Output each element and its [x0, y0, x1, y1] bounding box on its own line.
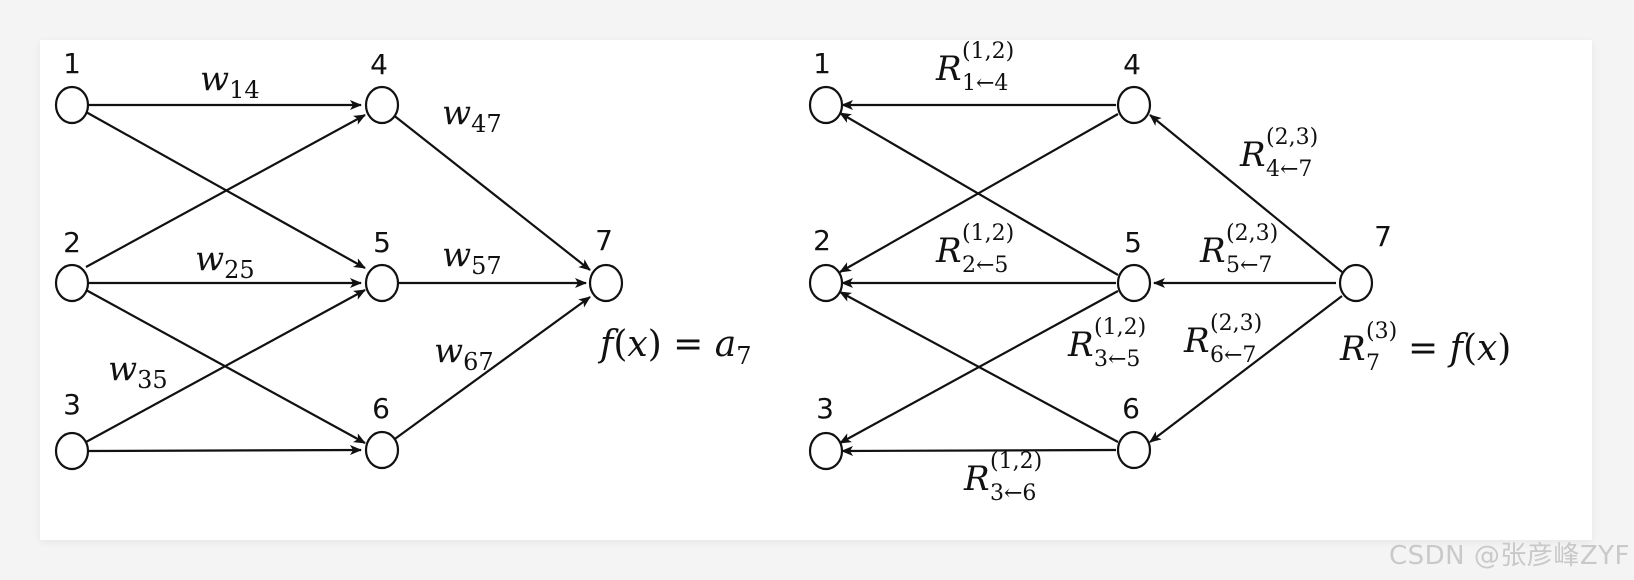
network-diagrams: 1 2 3 4 5 6 7 w14 w25 w35 w47 w57 w67 f(…: [54, 40, 1511, 506]
svg-text:= f(x): = f(x): [1408, 328, 1511, 369]
node-7: [1338, 263, 1374, 303]
svg-text:(1,2): (1,2): [962, 40, 1014, 64]
weight-label-w35: w35: [108, 349, 168, 394]
node-label-5: 5: [1124, 226, 1142, 259]
relevance-label-r25: R (1,2) 2←5: [935, 221, 1014, 278]
relevance-label-r35: R (1,2) 3←5: [1067, 315, 1146, 372]
svg-text:(2,3): (2,3): [1226, 221, 1278, 246]
node-6: [364, 430, 400, 470]
node-5: [1116, 263, 1152, 303]
node-label-2: 2: [813, 224, 831, 257]
node-5: [364, 263, 400, 303]
node-7: [588, 263, 624, 303]
node-3: [54, 431, 90, 471]
node-1: [808, 85, 844, 125]
node-label-3: 3: [63, 388, 81, 421]
edge-3-5: [85, 289, 366, 443]
svg-text:R: R: [1199, 231, 1226, 271]
svg-text:7: 7: [1366, 351, 1380, 376]
svg-text:R: R: [935, 231, 962, 271]
output-equation-left: f(x) = a7: [597, 324, 752, 370]
edge-4-7: [391, 113, 591, 271]
relevance-network: 1 2 3 4 5 6 7 R (1,2) 1←4 R (1,2) 2←5 R …: [808, 40, 1511, 506]
weight-label-w47: w47: [442, 93, 502, 138]
edge-3-6: [87, 445, 362, 456]
node-label-5: 5: [373, 226, 391, 259]
svg-text:6←7: 6←7: [1210, 343, 1256, 368]
svg-text:4←7: 4←7: [1266, 157, 1312, 182]
node-label-7: 7: [1374, 220, 1392, 253]
node-2: [54, 263, 90, 303]
node-label-3: 3: [816, 392, 834, 425]
svg-text:R: R: [1339, 329, 1366, 369]
svg-text:5←7: 5←7: [1226, 253, 1272, 278]
node-4: [1116, 85, 1152, 125]
svg-text:(2,3): (2,3): [1210, 311, 1262, 336]
node-6: [1116, 430, 1152, 470]
relevance-label-r47: R (2,3) 4←7: [1239, 125, 1318, 182]
svg-text:2←5: 2←5: [962, 253, 1008, 278]
edge-7-4: [1149, 114, 1343, 273]
watermark: CSDN @张彦峰ZYF: [1388, 541, 1630, 571]
forward-network: 1 2 3 4 5 6 7 w14 w25 w35 w47 w57 w67 f(…: [54, 47, 752, 471]
svg-text:R: R: [1183, 321, 1210, 361]
svg-text:3←6: 3←6: [990, 481, 1036, 506]
node-label-1: 1: [63, 47, 81, 80]
edge-6-7: [391, 296, 591, 442]
edge-2-4: [85, 114, 366, 268]
edge-6-3: [841, 445, 1117, 456]
relevance-label-r14: R (1,2) 1←4: [935, 40, 1014, 96]
relevance-label-r36: R (1,2) 3←6: [963, 449, 1042, 506]
node-label-1: 1: [813, 47, 831, 80]
node-1: [54, 85, 90, 125]
node-label-4: 4: [370, 48, 388, 81]
svg-text:(1,2): (1,2): [990, 449, 1042, 474]
relevance-label-r67: R (2,3) 6←7: [1183, 311, 1262, 368]
node-4: [364, 85, 400, 125]
svg-text:(3): (3): [1366, 319, 1397, 344]
weight-label-w14: w14: [200, 59, 260, 104]
output-equation-right: R (3) 7 = f(x): [1339, 319, 1511, 376]
node-label-2: 2: [63, 226, 81, 259]
node-label-4: 4: [1123, 48, 1141, 81]
relevance-label-r57: R (2,3) 5←7: [1199, 221, 1278, 278]
svg-text:R: R: [963, 459, 990, 499]
node-3: [808, 431, 844, 471]
node-label-6: 6: [372, 392, 390, 425]
weight-label-w57: w57: [442, 235, 502, 280]
svg-text:R: R: [935, 49, 962, 89]
node-label-6: 6: [1122, 392, 1140, 425]
svg-text:(2,3): (2,3): [1266, 125, 1318, 150]
node-2: [808, 263, 844, 303]
svg-text:1←4: 1←4: [962, 71, 1008, 96]
weight-label-w67: w67: [434, 331, 494, 376]
svg-text:R: R: [1239, 135, 1266, 175]
node-label-7: 7: [595, 224, 613, 257]
edge-6-2: [839, 291, 1119, 443]
svg-text:(1,2): (1,2): [962, 221, 1014, 246]
diagram-card: 1 2 3 4 5 6 7 w14 w25 w35 w47 w57 w67 f(…: [40, 40, 1592, 540]
weight-label-w25: w25: [195, 239, 255, 284]
svg-text:R: R: [1067, 325, 1094, 365]
svg-text:3←5: 3←5: [1094, 347, 1140, 372]
edge-5-1: [839, 112, 1119, 276]
svg-text:(1,2): (1,2): [1094, 315, 1146, 340]
edge-7-6: [1149, 295, 1343, 443]
